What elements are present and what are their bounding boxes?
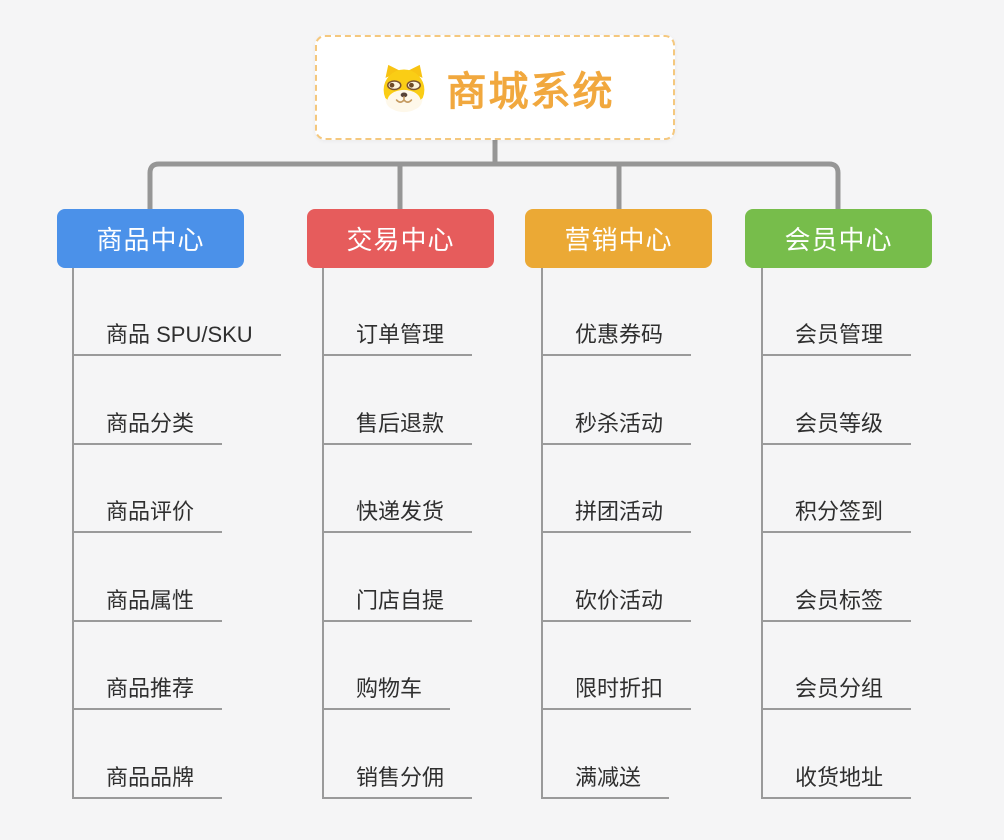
branch-topic-member-center[interactable]: 会员中心 bbox=[745, 209, 932, 268]
branch-label: 交易中心 bbox=[346, 225, 455, 255]
subtopic-item[interactable]: 商品属性 bbox=[72, 578, 223, 622]
branch-topic-product-center[interactable]: 商品中心 bbox=[57, 209, 244, 268]
root-title: 商城系统 bbox=[446, 69, 615, 114]
subtopic-item[interactable]: 商品分类 bbox=[72, 401, 223, 445]
subtopic-item[interactable]: 售后退款 bbox=[322, 401, 473, 445]
branch-label: 商品中心 bbox=[96, 225, 205, 255]
branch-topic-trade-center[interactable]: 交易中心 bbox=[307, 209, 494, 268]
subtopic-item[interactable]: 满减送 bbox=[541, 755, 670, 799]
subtopic-item[interactable]: 优惠券码 bbox=[541, 312, 692, 356]
subtopic-item[interactable]: 商品 SPU/SKU bbox=[72, 312, 281, 356]
subtopic-item[interactable]: 秒杀活动 bbox=[541, 401, 692, 445]
subtopic-item[interactable]: 砍价活动 bbox=[541, 578, 692, 622]
subtopic-item[interactable]: 积分签到 bbox=[761, 489, 912, 533]
subtopic-item[interactable]: 快递发货 bbox=[322, 489, 473, 533]
subtopic-item[interactable]: 订单管理 bbox=[322, 312, 473, 356]
subtopic-item[interactable]: 拼团活动 bbox=[541, 489, 692, 533]
subtopic-item[interactable]: 购物车 bbox=[322, 666, 451, 710]
branch-topic-marketing-center[interactable]: 营销中心 bbox=[525, 209, 712, 268]
branch-trunk-line bbox=[322, 268, 324, 799]
subtopic-item[interactable]: 收货地址 bbox=[761, 755, 912, 799]
subtopic-item[interactable]: 门店自提 bbox=[322, 578, 473, 622]
subtopic-item[interactable]: 限时折扣 bbox=[541, 666, 692, 710]
subtopic-item[interactable]: 商品推荐 bbox=[72, 666, 223, 710]
branch-trunk-line bbox=[761, 268, 763, 799]
root-topic[interactable]: 商城系统 bbox=[315, 35, 675, 140]
doge-icon bbox=[383, 64, 424, 112]
subtopic-item[interactable]: 销售分佣 bbox=[322, 755, 473, 799]
branch-trunk-line bbox=[72, 268, 74, 799]
subtopic-item[interactable]: 会员分组 bbox=[761, 666, 912, 710]
subtopic-item[interactable]: 商品评价 bbox=[72, 489, 223, 533]
subtopic-item[interactable]: 会员等级 bbox=[761, 401, 912, 445]
subtopic-item[interactable]: 会员管理 bbox=[761, 312, 912, 356]
subtopic-item[interactable]: 商品品牌 bbox=[72, 755, 223, 799]
subtopic-item[interactable]: 会员标签 bbox=[761, 578, 912, 622]
branch-trunk-line bbox=[541, 268, 543, 799]
branch-label: 营销中心 bbox=[564, 225, 673, 255]
branch-label: 会员中心 bbox=[784, 225, 893, 255]
